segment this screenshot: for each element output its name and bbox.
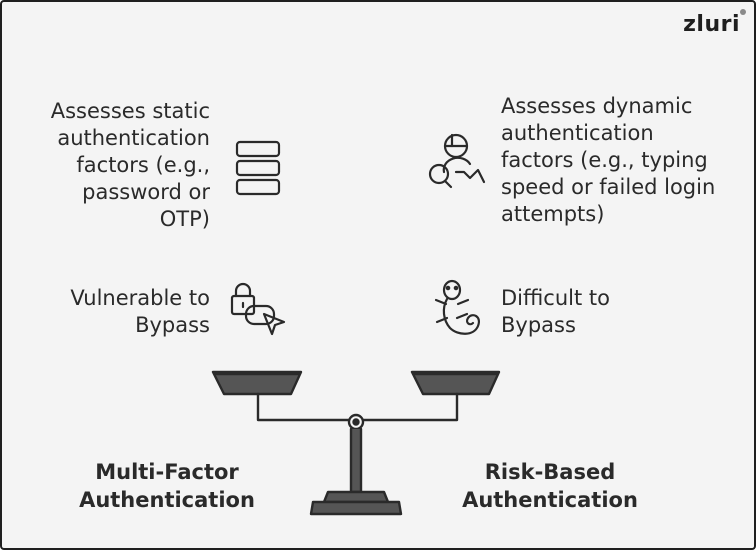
scale-base [322,490,390,504]
brand-logo: zluri [683,9,746,37]
lock-cursor-icon [230,282,286,336]
mfa-bypass-text: Vulnerable to Bypass [70,286,210,337]
rba-title: Risk-Based Authentication [462,460,638,512]
left-pan [211,370,303,396]
right-pan [410,370,501,396]
scale-post [349,427,363,494]
brand-name: zluri [683,12,740,37]
mfa-title: Multi-Factor Authentication [79,460,255,512]
rba-factors-text: Assesses dynamic authentication factors … [501,94,716,226]
stacked-list-icon [235,140,281,196]
lizard-icon [434,279,480,335]
mfa-factors-text: Assesses static authentication factors (… [50,99,210,231]
rba-bypass-text: Difficult to Bypass [501,286,610,337]
brand-dot [740,9,746,15]
user-search-icon [428,133,486,189]
